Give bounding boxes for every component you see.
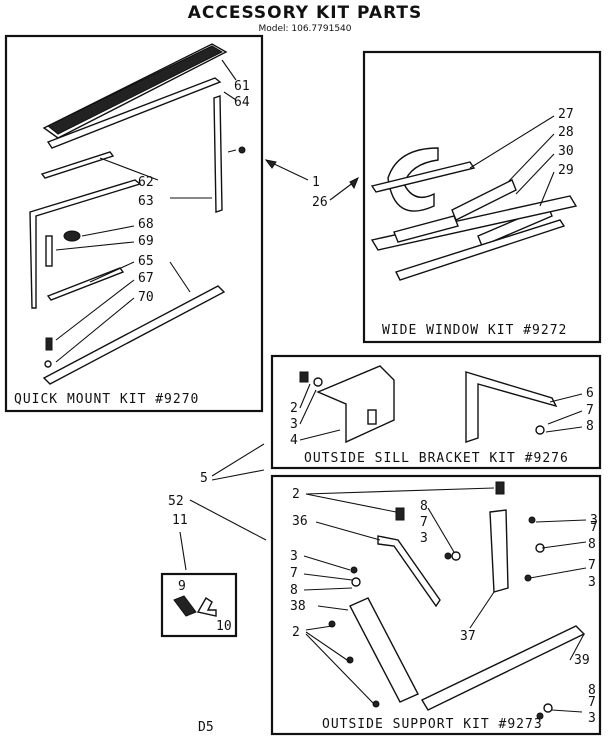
- model-number: Model: 106.7791540: [258, 24, 351, 34]
- part-39-rail: [421, 625, 586, 711]
- label-10: 10: [216, 619, 232, 634]
- label-support-8-top: 8: [420, 499, 428, 514]
- label-70: 70: [138, 290, 154, 305]
- support-kit-panel: 2 36 8 7 3 3 7 8 38 3 7 8 7 3 37 39 2 8 …: [270, 474, 602, 736]
- label-69: 69: [138, 234, 154, 249]
- part-6-l-bracket: [465, 371, 558, 443]
- label-27: 27: [558, 107, 574, 122]
- label-support-7b-right: 7: [588, 558, 596, 573]
- label-support-7-left: 7: [290, 566, 298, 581]
- label-sill-6: 6: [586, 386, 594, 401]
- label-sill-8: 8: [586, 419, 594, 434]
- label-52: 52: [168, 494, 184, 509]
- wide-window-channel: [395, 219, 566, 281]
- label-sill-7: 7: [586, 403, 594, 418]
- label-sill-4: 4: [290, 433, 298, 448]
- label-63: 63: [138, 194, 154, 209]
- label-1: 1: [312, 175, 320, 190]
- label-36: 36: [292, 514, 308, 529]
- sill-bracket-kit-panel: 2 3 4 6 7 8 OUTSIDE SILL BRACKET KIT #92…: [270, 354, 602, 470]
- label-support-3-bottom: 3: [588, 711, 596, 726]
- label-5: 5: [200, 471, 208, 486]
- part-38-brace: [349, 597, 419, 703]
- label-26: 26: [312, 195, 328, 210]
- label-sill-2: 2: [290, 401, 298, 416]
- label-support-8-right: 8: [588, 537, 596, 552]
- label-9: 9: [178, 579, 186, 594]
- label-62: 62: [138, 175, 154, 190]
- wide-window-kit-panel: 27 28 30 29 WIDE WINDOW KIT #9272: [362, 50, 602, 344]
- label-28: 28: [558, 125, 574, 140]
- caption-wide-window-kit: WIDE WINDOW KIT #9272: [382, 323, 567, 338]
- caption-support-kit: OUTSIDE SUPPORT KIT #9273: [322, 717, 543, 732]
- label-65: 65: [138, 254, 154, 269]
- part-10-hook: [196, 597, 217, 617]
- label-support-3b-right: 3: [588, 575, 596, 590]
- wide-window-plate: [370, 195, 578, 251]
- quick-mount-kit-panel: 61 64 62 63 68 69 65 67 70 QUICK MOUNT K…: [4, 34, 264, 413]
- label-30: 30: [558, 144, 574, 159]
- part-68-knob-icon: [63, 230, 81, 242]
- part-69-strip: [46, 267, 125, 301]
- diagram-title: ACCESSORY KIT PARTS: [188, 3, 423, 23]
- label-support-2-bottom: 2: [292, 625, 300, 640]
- bolt-2-icon: [299, 371, 309, 383]
- label-37: 37: [460, 629, 476, 644]
- label-support-7-top: 7: [420, 515, 428, 530]
- label-support-7-right: 7: [590, 520, 598, 535]
- label-29: 29: [558, 163, 574, 178]
- part-62-frame: [29, 179, 142, 309]
- label-support-3-left: 3: [290, 549, 298, 564]
- part-28-strip: [370, 161, 476, 193]
- caption-sill-bracket-kit: OUTSIDE SILL BRACKET KIT #9276: [304, 451, 569, 466]
- clip-kit-panel: 9 10: [160, 572, 238, 638]
- label-support-8-bottom: 8: [588, 683, 596, 698]
- footer-code: D5: [198, 720, 214, 735]
- label-support-3-top: 3: [420, 531, 428, 546]
- part-37-upright: [489, 509, 509, 593]
- label-64: 64: [234, 95, 250, 110]
- part-4-bracket-cover: [316, 365, 395, 444]
- part-9-clip: [173, 595, 197, 617]
- label-67: 67: [138, 271, 154, 286]
- label-support-3-right: 3: [590, 513, 598, 528]
- caption-quick-mount-kit: QUICK MOUNT KIT #9270: [14, 392, 199, 407]
- label-11: 11: [172, 513, 188, 528]
- screw-64-icon: [238, 146, 246, 154]
- label-39: 39: [574, 653, 590, 668]
- label-sill-3: 3: [290, 417, 298, 432]
- label-61: 61: [234, 79, 250, 94]
- label-support-7-bottom: 7: [588, 695, 596, 710]
- part-63-side-bar: [213, 95, 223, 213]
- label-support-8-left: 8: [290, 583, 298, 598]
- part-65-bottom-rail: [42, 285, 226, 385]
- bolt-2a-icon: [395, 507, 405, 521]
- screw-67-icon: [45, 337, 53, 351]
- label-38: 38: [290, 599, 306, 614]
- part-64-seal-strip: [46, 77, 222, 149]
- part-36-arm: [377, 535, 441, 608]
- label-68: 68: [138, 217, 154, 232]
- label-support-2: 2: [292, 487, 300, 502]
